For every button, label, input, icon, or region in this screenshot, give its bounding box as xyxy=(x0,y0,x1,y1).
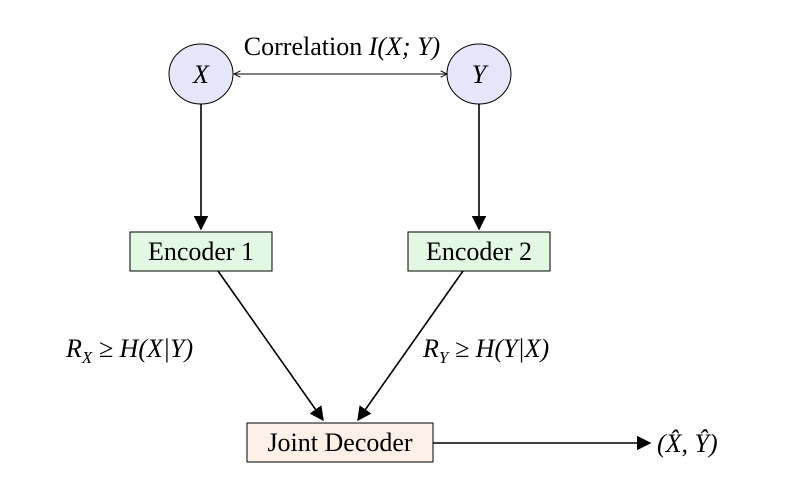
joint-decoder-label: Joint Decoder xyxy=(267,428,412,457)
encoder2-to-decoder-arrow xyxy=(357,270,464,422)
rate-y-label: RY ≥ H(Y|X) xyxy=(422,334,549,367)
rate-x-label: RX ≥ H(X|Y) xyxy=(65,334,193,367)
correlation-label: Correlation I(X; Y) xyxy=(244,32,440,61)
rate-y-bound: ≥ H(Y|X) xyxy=(448,334,549,363)
rate-y-symbol: R xyxy=(422,334,439,363)
encoder1-box xyxy=(129,231,273,272)
rate-x-bound: ≥ H(X|Y) xyxy=(92,334,193,363)
rate-x-subscript: X xyxy=(81,348,93,367)
encoder2-box xyxy=(407,231,551,272)
output-label: (X̂, Ŷ) xyxy=(657,429,718,458)
rate-y-subscript: Y xyxy=(439,348,450,367)
source-y-label: Y xyxy=(472,60,489,89)
joint-decoder-box xyxy=(246,422,434,463)
source-x-label: X xyxy=(192,60,210,89)
correlation-prefix: Correlation xyxy=(244,32,369,61)
encoder1-to-decoder-arrow xyxy=(217,270,324,422)
encoder1-label: Encoder 1 xyxy=(148,237,254,266)
rate-x-symbol: R xyxy=(65,334,82,363)
encoder2-label: Encoder 2 xyxy=(426,237,532,266)
correlation-math: I(X; Y) xyxy=(368,32,440,61)
